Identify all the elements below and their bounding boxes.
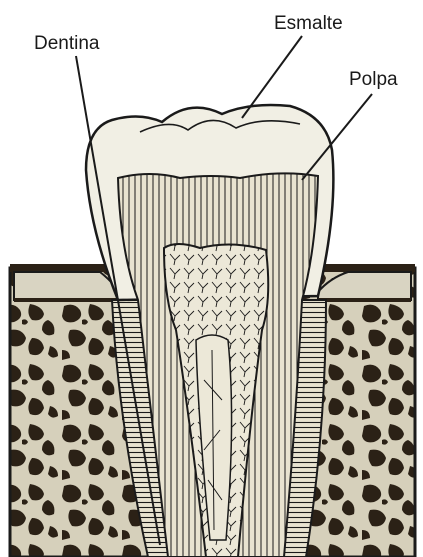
label-esmalte: Esmalte	[274, 13, 343, 35]
label-dentina: Dentina	[34, 33, 100, 55]
label-polpa: Polpa	[349, 69, 398, 91]
